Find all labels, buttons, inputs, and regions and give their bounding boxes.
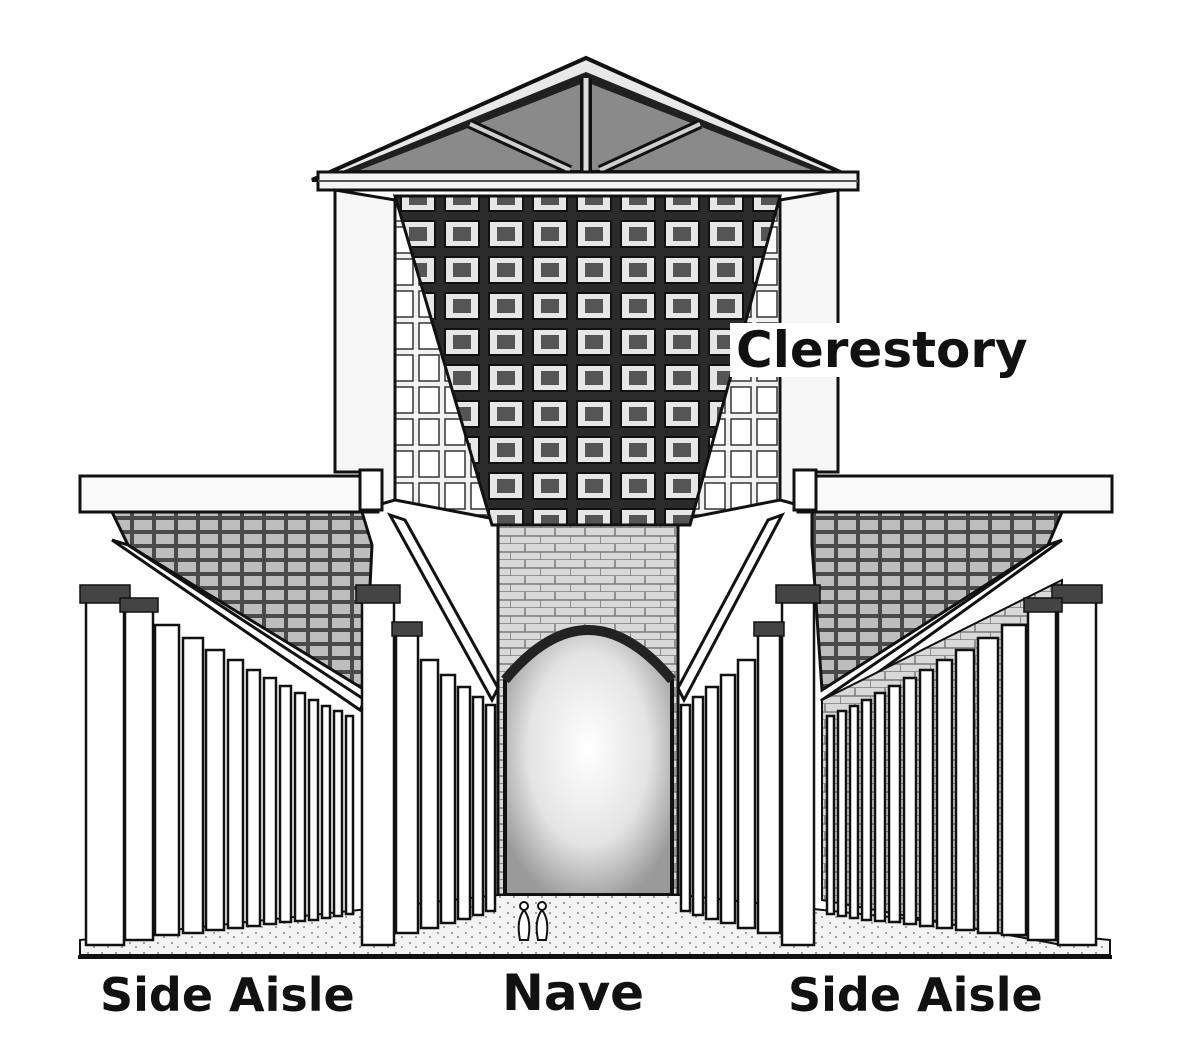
colonnade-right-outer bbox=[825, 598, 1098, 947]
colonnade-right-nave bbox=[679, 598, 816, 947]
roof-gable bbox=[311, 55, 860, 192]
right-aisle-ceiling bbox=[810, 510, 1065, 693]
apse bbox=[496, 523, 680, 897]
aisle-beams bbox=[111, 512, 1063, 713]
clerestory-label: Clerestory bbox=[730, 323, 1034, 377]
entablature bbox=[78, 474, 1114, 514]
human-figures bbox=[517, 901, 549, 941]
colonnade-left-outer bbox=[84, 598, 355, 947]
right-side-aisle-label: Side Aisle bbox=[788, 968, 1043, 1022]
colonnade-left-nave bbox=[360, 598, 497, 947]
nave-piers bbox=[358, 468, 818, 512]
nave-label: Nave bbox=[502, 964, 645, 1022]
column-capitals bbox=[79, 584, 1103, 637]
coffered-ceiling bbox=[392, 194, 782, 527]
left-side-aisle-label: Side Aisle bbox=[100, 968, 355, 1022]
